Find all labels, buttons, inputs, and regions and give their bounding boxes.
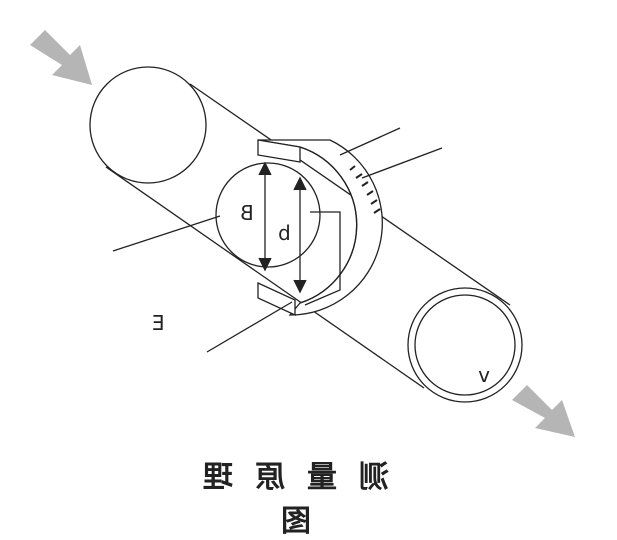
pipe-upper-wall [189, 83, 511, 306]
magnetic-field-circle [215, 162, 321, 268]
pipe-lower-wall [105, 166, 425, 389]
b-bracket [304, 211, 341, 306]
label-B: B [240, 201, 254, 225]
electrode-bottom [257, 281, 296, 317]
flowmeter-diagram: B b E v [30, 30, 575, 437]
B-arrowheads [258, 161, 272, 272]
outflow-arrow [512, 385, 575, 437]
leader-E [206, 301, 293, 353]
pipe-outlet-circle [407, 287, 523, 403]
inflow-arrow [30, 30, 92, 85]
pipe-inlet-circle [89, 66, 207, 184]
pipe-outlet-inner [414, 294, 516, 396]
label-v: v [478, 363, 490, 387]
electrode-top [257, 139, 301, 163]
b-arrowheads [293, 176, 307, 294]
diagram-caption: 测量原理图 [181, 460, 389, 539]
leader-B [112, 215, 221, 252]
label-b: b [278, 221, 291, 245]
label-E: E [152, 311, 165, 335]
magnet-arc [299, 146, 358, 304]
leader-top2 [361, 147, 443, 179]
magnet-outer [257, 139, 383, 316]
coil-hatch [349, 165, 381, 214]
leader-top1 [339, 127, 401, 156]
